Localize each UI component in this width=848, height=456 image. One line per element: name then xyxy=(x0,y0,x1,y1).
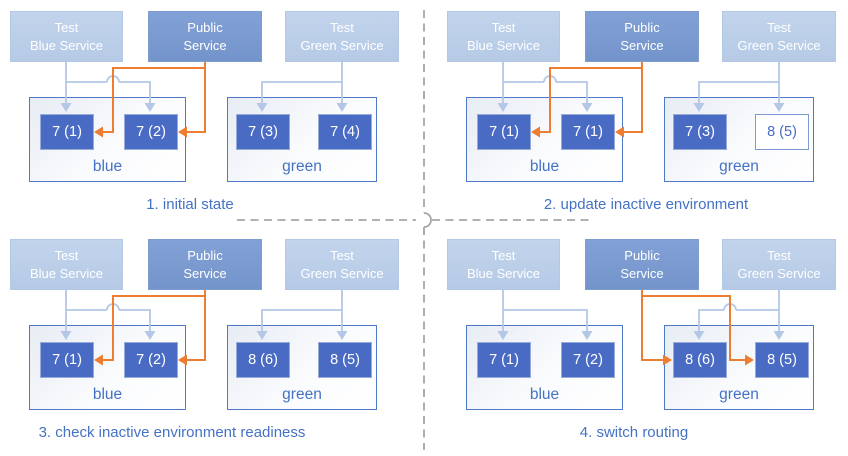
pod-box: 7 (1) xyxy=(40,342,94,378)
service-label-line: Blue Service xyxy=(467,37,540,53)
service-label-line: Public xyxy=(624,20,660,36)
environment-label: green xyxy=(719,158,759,175)
environment-label: green xyxy=(282,158,322,175)
pod-box: 8 (5) xyxy=(755,342,809,378)
panel-initial-state: Test Blue Service Public Service Test Gr… xyxy=(0,0,424,228)
service-label-line: Test xyxy=(54,20,79,36)
service-label-line: Test xyxy=(767,20,791,36)
service-label-line: Test xyxy=(330,20,354,36)
service-label-line: Blue Service xyxy=(467,265,540,281)
service-label-line: Service xyxy=(183,265,227,281)
pod-box: 7 (3) xyxy=(673,114,727,150)
pod-box: 7 (1) xyxy=(477,342,531,378)
pod-box: 8 (6) xyxy=(673,342,727,378)
pod-box: 8 (6) xyxy=(236,342,290,378)
public-service-box: Public Service xyxy=(148,11,262,62)
service-label-line: Test xyxy=(491,20,516,36)
pod-box: 8 (5) xyxy=(755,114,809,150)
service-label-line: Service xyxy=(620,265,664,281)
test-green-service-box: Test Green Service xyxy=(722,239,836,290)
public-service-box: Public Service xyxy=(148,239,262,290)
panel-check-inactive-environment-readiness: Test Blue Service Public Service Test Gr… xyxy=(0,228,424,456)
pod-box: 8 (5) xyxy=(318,342,372,378)
service-label-line: Green Service xyxy=(300,265,384,281)
panel-caption: 1. initial state xyxy=(146,196,234,213)
environment-label: blue xyxy=(92,386,123,403)
test-green-service-box: Test Green Service xyxy=(285,11,399,62)
service-label-line: Service xyxy=(183,37,227,53)
service-label-line: Public xyxy=(187,248,223,264)
test-blue-service-box: Test Blue Service xyxy=(10,239,123,290)
panel-update-inactive-environment: Test Blue Service Public Service Test Gr… xyxy=(424,0,848,228)
service-label-line: Test xyxy=(491,248,516,264)
environment-label: green xyxy=(282,386,322,403)
panel-caption: 2. update inactive environment xyxy=(543,196,749,213)
environment-label: green xyxy=(719,386,759,403)
pod-box: 7 (2) xyxy=(124,342,178,378)
service-label-line: Green Service xyxy=(300,37,384,53)
service-label-line: Public xyxy=(187,20,223,36)
environment-label: blue xyxy=(92,158,123,175)
test-blue-service-box: Test Blue Service xyxy=(447,11,560,62)
test-blue-service-box: Test Blue Service xyxy=(10,11,123,62)
test-blue-service-box: Test Blue Service xyxy=(447,239,560,290)
pod-box: 7 (2) xyxy=(124,114,178,150)
service-label-line: Public xyxy=(624,248,660,264)
service-label-line: Test xyxy=(767,248,791,264)
pod-box: 7 (2) xyxy=(561,342,615,378)
service-label-line: Test xyxy=(54,248,79,264)
service-label-line: Blue Service xyxy=(30,265,103,281)
pod-box: 7 (1) xyxy=(561,114,615,150)
environment-label: blue xyxy=(529,386,560,403)
service-label-line: Green Service xyxy=(737,37,821,53)
public-service-box: Public Service xyxy=(585,11,699,62)
service-label-line: Blue Service xyxy=(30,37,103,53)
pod-box: 7 (4) xyxy=(318,114,372,150)
panel-caption: 4. switch routing xyxy=(579,424,689,441)
public-service-box: Public Service xyxy=(585,239,699,290)
service-label-line: Service xyxy=(620,37,664,53)
service-label-line: Test xyxy=(330,248,354,264)
test-green-service-box: Test Green Service xyxy=(722,11,836,62)
panel-switch-routing: Test Blue Service Public Service Test Gr… xyxy=(424,228,848,456)
environment-label: blue xyxy=(529,158,560,175)
pod-box: 7 (1) xyxy=(40,114,94,150)
service-label-line: Green Service xyxy=(737,265,821,281)
panel-caption: 3. check inactive environment readiness xyxy=(38,424,306,441)
pod-box: 7 (3) xyxy=(236,114,290,150)
test-green-service-box: Test Green Service xyxy=(285,239,399,290)
pod-box: 7 (1) xyxy=(477,114,531,150)
